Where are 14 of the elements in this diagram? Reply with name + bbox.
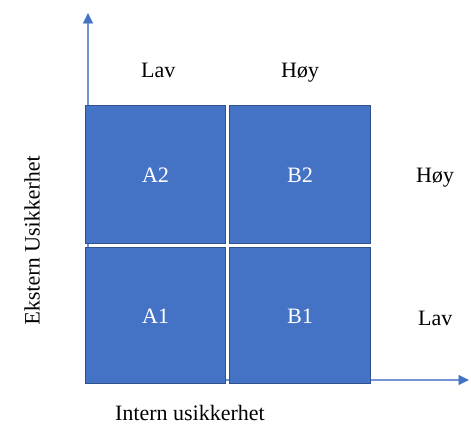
axis-title: Ekstern Usikkerhet (19, 155, 46, 325)
column-label: Lav (141, 57, 176, 83)
cell-label: A1 (142, 302, 169, 328)
axis-title: Intern usikkerhet (115, 400, 265, 426)
cell-label: B1 (287, 302, 313, 328)
matrix-cell (229, 247, 371, 384)
cell-label: A2 (142, 162, 169, 188)
matrix-cell (85, 105, 226, 244)
row-label: Lav (418, 305, 452, 331)
column-label: Høy (281, 57, 319, 83)
row-label: Høy (416, 162, 454, 188)
matrix-cell (85, 247, 226, 384)
cell-label: B2 (287, 162, 313, 188)
matrix-cell (229, 105, 371, 244)
